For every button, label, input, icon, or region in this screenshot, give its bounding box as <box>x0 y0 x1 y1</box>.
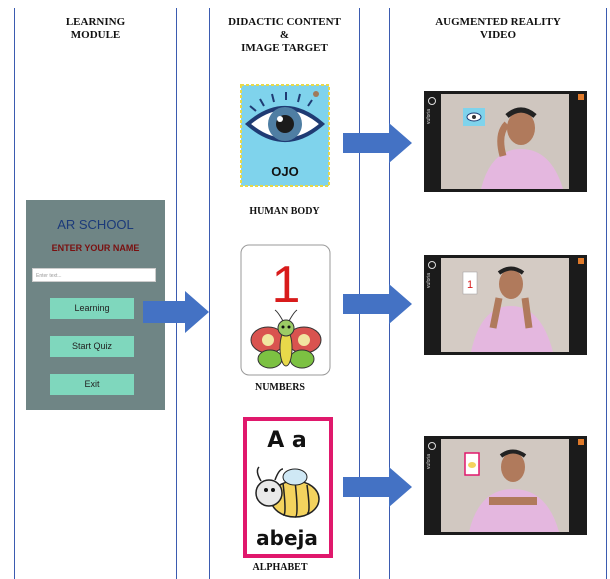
svg-text:1: 1 <box>467 279 473 291</box>
side-watermark: vuforia <box>426 109 432 125</box>
didactic-content-column: DIDACTIC CONTENT & IMAGE TARGET <box>209 8 360 579</box>
presenter-thumbnail <box>441 94 569 189</box>
eye-card: OJO <box>240 84 330 187</box>
number-card: 1 <box>240 244 331 376</box>
video-frame: 1 <box>441 258 569 352</box>
side-watermark: vuforia <box>426 454 432 470</box>
video-frame <box>441 94 569 189</box>
alphabet-letters: A a <box>267 428 307 453</box>
column-heading: DIDACTIC CONTENT & IMAGE TARGET <box>228 16 341 54</box>
eye-card-word: OJO <box>271 164 298 179</box>
numeral-text: 1 <box>272 256 301 314</box>
learning-button[interactable]: Learning <box>50 298 134 319</box>
start-quiz-button[interactable]: Start Quiz <box>50 336 134 357</box>
app-screen: AR SCHOOL ENTER YOUR NAME Enter text... … <box>26 200 165 410</box>
human-body-caption: HUMAN BODY <box>249 206 320 217</box>
side-watermark: vuforia <box>426 273 432 289</box>
arrow-icon <box>143 291 209 333</box>
learning-module-column: LEARNING MODULE <box>14 8 177 579</box>
close-icon[interactable] <box>578 439 584 445</box>
alphabet-caption: ALPHABET <box>252 562 308 573</box>
ar-video-3: vuforia <box>424 436 587 535</box>
vuforia-logo-icon <box>428 97 436 105</box>
vuforia-logo-icon <box>428 261 436 269</box>
presenter-thumbnail <box>441 439 569 532</box>
arrow-icon <box>343 284 412 324</box>
column-heading: LEARNING MODULE <box>65 16 126 41</box>
vuforia-logo-icon <box>428 442 436 450</box>
video-frame <box>441 439 569 532</box>
close-icon[interactable] <box>578 258 584 264</box>
name-input[interactable]: Enter text... <box>32 268 156 282</box>
ar-video-2: vuforia 1 <box>424 255 587 355</box>
arrow-icon <box>343 123 412 163</box>
arrow-icon <box>343 467 412 507</box>
name-prompt: ENTER YOUR NAME <box>51 243 140 253</box>
alphabet-card: A a abeja <box>243 417 333 558</box>
numbers-caption: NUMBERS <box>254 382 305 393</box>
close-icon[interactable] <box>578 94 584 100</box>
exit-button[interactable]: Exit <box>50 374 134 395</box>
ar-video-1: vuforia <box>424 91 587 192</box>
alphabet-word: abeja <box>256 526 318 550</box>
column-heading: AUGMENTED REALITY VIDEO <box>435 16 561 41</box>
presenter-thumbnail: 1 <box>441 258 569 352</box>
app-title: AR SCHOOL <box>57 217 134 232</box>
